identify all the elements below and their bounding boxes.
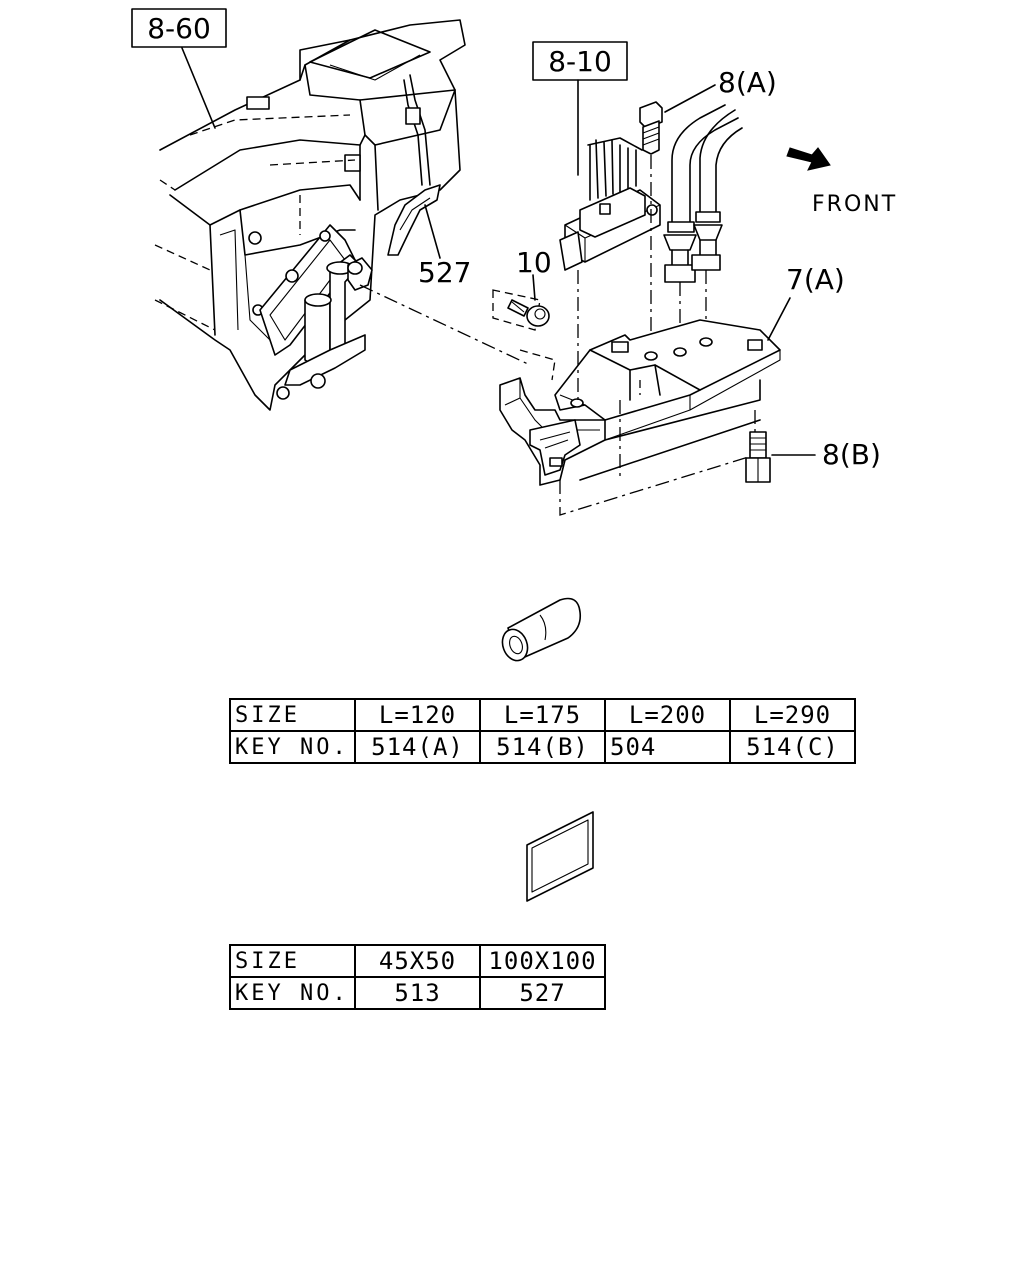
- pad-drawing: [526, 811, 594, 902]
- bolt-8b-label: 8(B): [822, 438, 881, 471]
- pad-size-table: SIZE 45X50 100X100 KEY NO. 513 527: [229, 944, 606, 1010]
- table-row: KEY NO. 513 527: [229, 976, 606, 1010]
- table-cell: 514(B): [479, 730, 606, 764]
- hose-drawing: [501, 597, 582, 662]
- pad-527-label: 527: [418, 256, 471, 289]
- screw-10-label: 10: [516, 246, 552, 279]
- coolant-pipes-drawing: [663, 104, 743, 345]
- size-header-cell: SIZE: [229, 944, 356, 978]
- ref-8-60-label: 8-60: [147, 12, 211, 45]
- bolt-8b-drawing: [745, 431, 816, 483]
- table-cell: 514(C): [729, 730, 856, 764]
- table-cell: L=290: [729, 698, 856, 732]
- heater-unit-drawing: [154, 19, 466, 411]
- table-cell: 514(A): [354, 730, 481, 764]
- key-no-header-cell: KEY NO.: [229, 976, 356, 1010]
- size-header-cell: SIZE: [229, 698, 356, 732]
- table-row: SIZE 45X50 100X100: [229, 944, 606, 978]
- ref-8-10-label: 8-10: [548, 45, 612, 78]
- front-arrow-icon: [786, 147, 831, 171]
- table-row: SIZE L=120 L=175 L=200 L=290: [229, 698, 856, 732]
- table-cell: L=200: [604, 698, 731, 732]
- bracket-7a-label: 7(A): [786, 263, 845, 296]
- table-cell: 513: [354, 976, 481, 1010]
- bracket-7a-drawing: [359, 270, 791, 516]
- table-cell: 100X100: [479, 944, 606, 978]
- bolt-8a-label: 8(A): [718, 66, 777, 99]
- bolt-8a-drawing: [639, 84, 716, 340]
- screw-10-drawing: [492, 274, 550, 331]
- table-cell: 45X50: [354, 944, 481, 978]
- front-label: FRONT: [812, 192, 897, 217]
- hose-length-table: SIZE L=120 L=175 L=200 L=290 KEY NO. 514…: [229, 698, 856, 764]
- table-row: KEY NO. 514(A) 514(B) 504 514(C): [229, 730, 856, 764]
- ref-8-60-box: [131, 8, 227, 48]
- table-cell: L=175: [479, 698, 606, 732]
- key-no-header-cell: KEY NO.: [229, 730, 356, 764]
- table-cell: 527: [479, 976, 606, 1010]
- table-cell: L=120: [354, 698, 481, 732]
- table-cell: 504: [604, 730, 731, 764]
- ref-8-10-box: [532, 41, 628, 81]
- harness-connector-drawing: [559, 79, 661, 271]
